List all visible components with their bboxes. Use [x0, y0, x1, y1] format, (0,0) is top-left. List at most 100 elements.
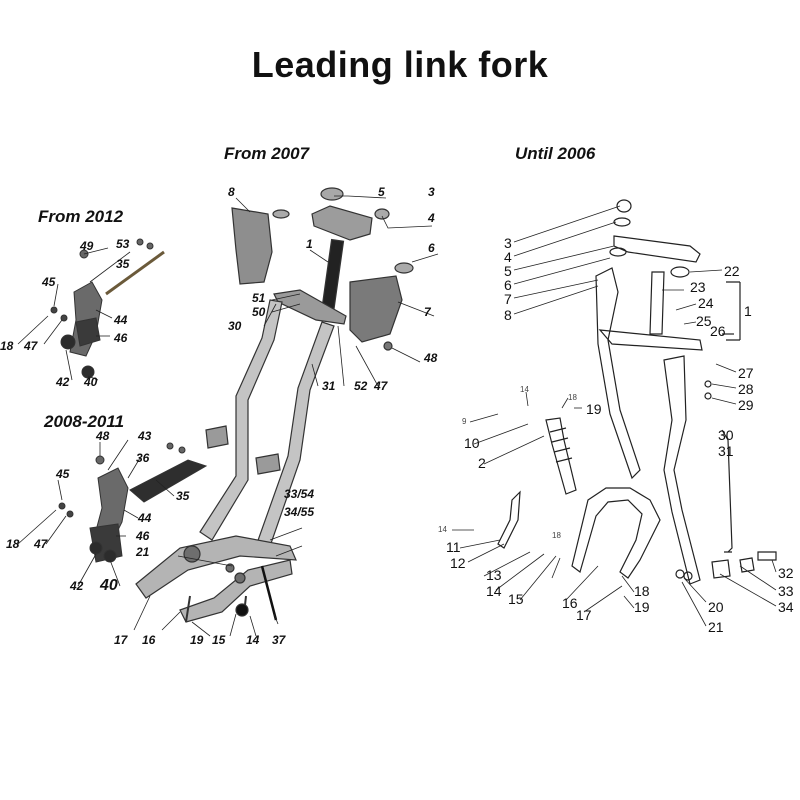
part-label: 12 [450, 555, 466, 571]
part-label: 14 [438, 525, 447, 534]
part-label: 9 [462, 417, 467, 426]
part-label: 35 [116, 257, 130, 271]
part-label: 20 [708, 599, 724, 615]
part-label: 16 [562, 595, 578, 611]
top-bridge [311, 205, 373, 241]
part-label: 47 [33, 537, 49, 551]
part-label: 14 [520, 385, 529, 394]
part-label: 27 [738, 365, 754, 381]
part-label: 14 [246, 633, 260, 647]
washer-right [374, 208, 390, 220]
part-label: 49 [79, 239, 94, 253]
swing-arm-left [135, 535, 297, 599]
leader-lines [17, 195, 777, 637]
lower-frame-old [571, 487, 661, 579]
section-label-from-2012: From 2012 [38, 207, 124, 226]
part-label: 17 [114, 633, 129, 647]
part-label: 18 [552, 531, 561, 540]
part-label: 14 [486, 583, 502, 599]
part-label: 18 [634, 583, 650, 599]
left-leg-old [595, 267, 641, 480]
section-label-until-2006: Until 2006 [515, 144, 596, 163]
part-label: 22 [724, 263, 740, 279]
part-label: 1 [744, 303, 752, 319]
part-label: 44 [113, 313, 128, 327]
part-label: 47 [23, 339, 39, 353]
part-label: 42 [55, 375, 70, 389]
part-label: 33/54 [284, 487, 314, 501]
part-label: 25 [696, 313, 712, 329]
part-label: 5 [378, 185, 385, 199]
part-label: 18 [568, 393, 577, 402]
part-label: 17 [576, 607, 592, 623]
part-label: 23 [690, 279, 706, 295]
part-label: 8 [504, 307, 512, 323]
part-label: 43 [137, 429, 152, 443]
part-label: 8 [228, 185, 235, 199]
part-label: 47 [373, 379, 389, 393]
part-label: 51 [252, 291, 266, 305]
part-label: 26 [710, 323, 726, 339]
fork-until-2006-drawing [497, 199, 777, 585]
part-label: 32 [778, 565, 794, 581]
part-label: 19 [190, 633, 204, 647]
part-label: 21 [135, 545, 150, 559]
part-label: 5 [504, 263, 512, 279]
part-label: 34 [778, 599, 794, 615]
link-11-old [497, 490, 521, 549]
right-upper-bracket [349, 275, 403, 343]
part-label: 50 [252, 305, 266, 319]
part-label: 4 [427, 211, 435, 225]
section-label-from-2007: From 2007 [224, 144, 310, 163]
part-label: 48 [423, 351, 438, 365]
labels-from-2007: 8 5 3 4 1 6 51 50 30 7 52 47 48 31 33/54… [114, 185, 438, 647]
part-label: 35 [176, 489, 190, 503]
part-label: 28 [738, 381, 754, 397]
part-label: 45 [55, 467, 70, 481]
part-label: 3 [428, 185, 435, 199]
part-label: 3 [504, 235, 512, 251]
part-label: 48 [95, 429, 110, 443]
section-label-2008-2011: 2008-2011 [44, 412, 125, 431]
part-label: 46 [113, 331, 128, 345]
top-nut [320, 187, 344, 201]
rod-35 [105, 250, 165, 296]
part-label: 16 [142, 633, 156, 647]
part-label: 13 [486, 567, 502, 583]
left-upper-bracket [231, 207, 273, 285]
top-yoke-old [613, 235, 701, 263]
part-label: 4 [504, 249, 512, 265]
part-label: 34/55 [284, 505, 314, 519]
part-label: 24 [698, 295, 714, 311]
part-label: 6 [428, 241, 435, 255]
part-label: 40 [83, 375, 98, 389]
part-label: 31 [718, 443, 734, 459]
part-label: 18 [0, 339, 14, 353]
part-label: 19 [634, 599, 650, 615]
part-label: 7 [424, 305, 432, 319]
part-label: 30 [718, 427, 734, 443]
washer-6 [394, 262, 414, 274]
part-label: 52 [354, 379, 368, 393]
part-label: 11 [446, 539, 461, 555]
part-label: 18 [6, 537, 20, 551]
part-label: 30 [228, 319, 242, 333]
part-label: 53 [116, 237, 130, 251]
part-label: 46 [135, 529, 150, 543]
page-title: Leading link fork [251, 44, 549, 85]
part-label: 36 [136, 451, 150, 465]
part-label: 37 [272, 633, 287, 647]
fork-2007-drawing [135, 187, 414, 623]
part-label: 21 [708, 619, 724, 635]
part-label: 15 [508, 591, 524, 607]
labels-from-2012: 49 53 35 45 44 18 47 46 42 40 [0, 237, 130, 389]
part-label: 45 [41, 275, 56, 289]
shock-absorber-old [545, 417, 577, 495]
part-label: 19 [586, 401, 602, 417]
assembly-2008-2011-drawing [58, 442, 208, 563]
part-label: 7 [504, 291, 512, 307]
part-label: 31 [322, 379, 336, 393]
part-label: 10 [464, 435, 480, 451]
part-label: 15 [212, 633, 226, 647]
